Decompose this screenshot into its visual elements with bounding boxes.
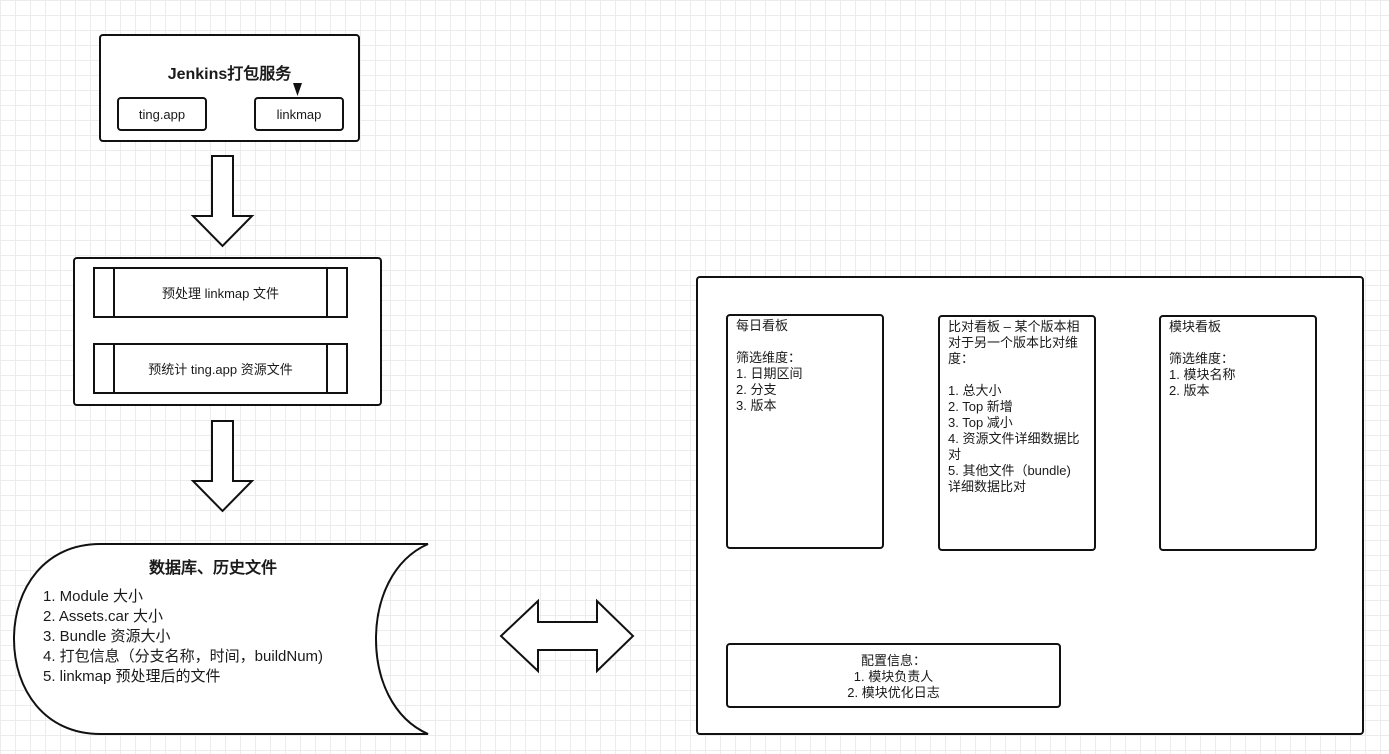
preprocess-linkmap-label: 预处理 linkmap 文件 — [161, 286, 280, 301]
down-arrow-2 — [190, 420, 255, 513]
preprocess-resource-step: 预统计 ting.app 资源文件 — [93, 343, 348, 394]
linkmap-arrowhead — [293, 83, 302, 96]
database-item: 3. Bundle 资源大小 — [43, 628, 171, 645]
compare-board-item: 1. 总大小 — [948, 383, 1002, 398]
database-item: 1. Module 大小 — [43, 588, 144, 605]
process-bar-left — [113, 345, 115, 392]
compare-board-item: 4. 资源文件详细数据比对 — [948, 431, 1080, 462]
database-item: 5. linkmap 预处理后的文件 — [43, 668, 221, 685]
compare-board-title: 比对看板 – 某个版本相对于另一个版本比对维度： — [948, 319, 1080, 366]
compare-board-item: 2. Top 新增 — [948, 399, 1013, 414]
config-title: 配置信息： — [860, 653, 926, 668]
daily-board-filter-label: 筛选维度： — [736, 350, 802, 365]
daily-board-item: 3. 版本 — [736, 398, 777, 413]
compare-board-item: 3. Top 减小 — [948, 415, 1013, 430]
database-items: 1. Module 大小 2. Assets.car 大小 3. Bundle … — [43, 587, 323, 687]
config-item: 1. 模块负责人 — [853, 669, 934, 684]
module-board-item: 2. 版本 — [1169, 383, 1210, 398]
linkmap-node: linkmap — [254, 97, 344, 131]
ting-app-node: ting.app — [117, 97, 207, 131]
preprocess-linkmap-step: 预处理 linkmap 文件 — [93, 267, 348, 318]
database-title: 数据库、历史文件 — [148, 560, 277, 577]
daily-board: 每日看板 筛选维度： 1. 日期区间 2. 分支 3. 版本 — [726, 314, 884, 549]
compare-board-item: 5. 其他文件（bundle) 详细数据比对 — [948, 463, 1071, 494]
config-item: 2. 模块优化日志 — [847, 685, 940, 700]
preprocess-resource-label: 预统计 ting.app 资源文件 — [148, 362, 293, 377]
database-shape — [12, 543, 429, 735]
process-bar-right — [326, 345, 328, 392]
config-box: 配置信息： 1. 模块负责人 2. 模块优化日志 — [726, 643, 1061, 708]
process-bar-left — [113, 269, 115, 316]
jenkins-box: Jenkins打包服务 ting.app linkmap — [99, 34, 360, 142]
module-board-title: 模块看板 — [1169, 319, 1222, 334]
daily-board-item: 1. 日期区间 — [736, 366, 803, 381]
module-board-item: 1. 模块名称 — [1169, 367, 1236, 382]
daily-board-item: 2. 分支 — [736, 382, 777, 397]
compare-board: 比对看板 – 某个版本相对于另一个版本比对维度： 1. 总大小 2. Top 新… — [938, 315, 1096, 551]
preprocess-box: 预处理 linkmap 文件 预统计 ting.app 资源文件 — [73, 257, 382, 406]
module-board-filter-label: 筛选维度： — [1169, 351, 1235, 366]
database-item: 2. Assets.car 大小 — [43, 608, 164, 625]
down-arrow-1 — [190, 155, 255, 248]
daily-board-title: 每日看板 — [736, 318, 789, 333]
bidirectional-arrow — [499, 598, 635, 674]
jenkins-title: Jenkins打包服务 — [167, 66, 292, 83]
database-item: 4. 打包信息（分支名称，时间，buildNum) — [43, 648, 324, 665]
module-board: 模块看板 筛选维度： 1. 模块名称 2. 版本 — [1159, 315, 1317, 551]
dashboard-container: 每日看板 筛选维度： 1. 日期区间 2. 分支 3. 版本 比对看板 – 某个… — [696, 276, 1364, 735]
process-bar-right — [326, 269, 328, 316]
